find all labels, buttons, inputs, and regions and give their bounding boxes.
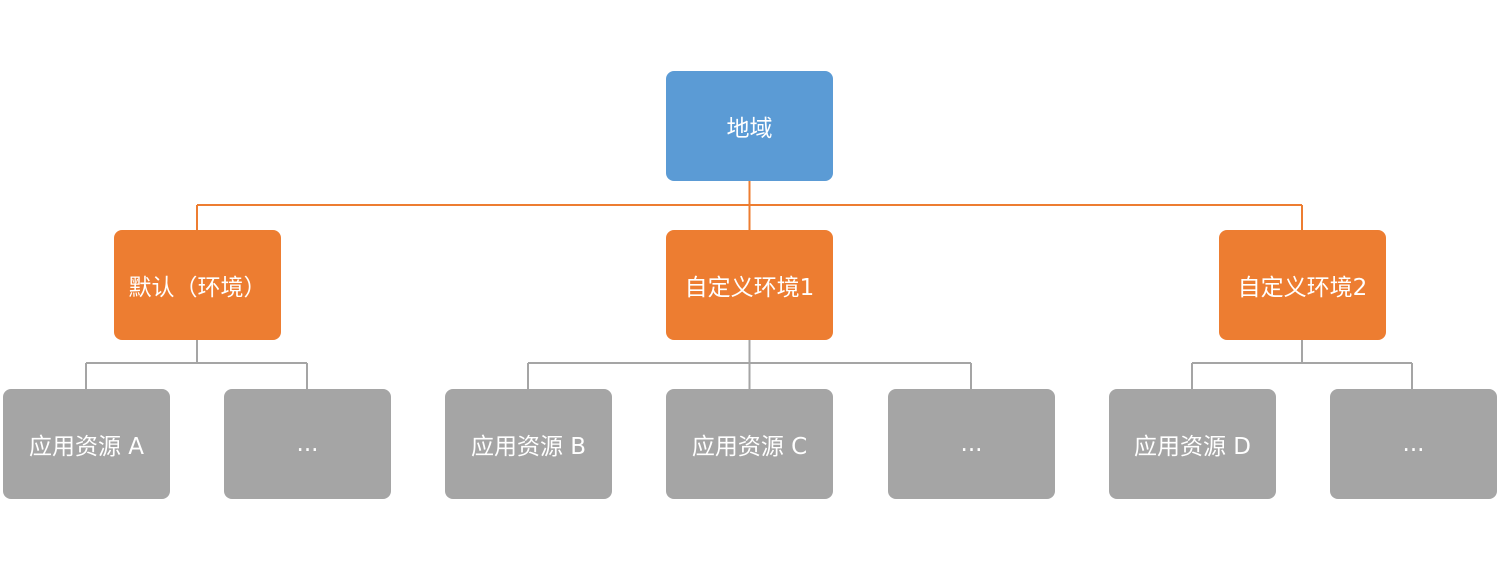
resource-node-c: 应用资源 C [666,389,833,499]
resource-node-ellipsis-1: ... [224,389,391,499]
environment-to-resource-connectors [85,340,1413,389]
root-node-region: 地域 [666,71,833,181]
environment-node-label: 自定义环境2 [1237,275,1368,301]
resource-node-a: 应用资源 A [3,389,170,499]
resource-node-label: ... [296,431,319,457]
resource-node-ellipsis-3: ... [1330,389,1497,499]
environment-node-label: 自定义环境1 [684,275,815,301]
resource-node-label: 应用资源 C [691,434,808,460]
resource-node-label: ... [960,431,983,457]
resource-node-label: 应用资源 A [28,434,145,460]
resource-node-label: 应用资源 B [470,434,587,460]
environment-node-label: 默认（环境） [128,275,267,301]
environment-node-default: 默认（环境） [114,230,281,340]
resource-node-b: 应用资源 B [445,389,612,499]
root-to-environment-connectors [196,181,1303,230]
resource-node-ellipsis-2: ... [888,389,1055,499]
resource-node-d: 应用资源 D [1109,389,1276,499]
resource-node-label: 应用资源 D [1133,434,1252,460]
root-node-label: 地域 [726,116,773,142]
resource-node-label: ... [1402,431,1425,457]
environment-node-custom-1: 自定义环境1 [666,230,833,340]
environment-node-custom-2: 自定义环境2 [1219,230,1386,340]
